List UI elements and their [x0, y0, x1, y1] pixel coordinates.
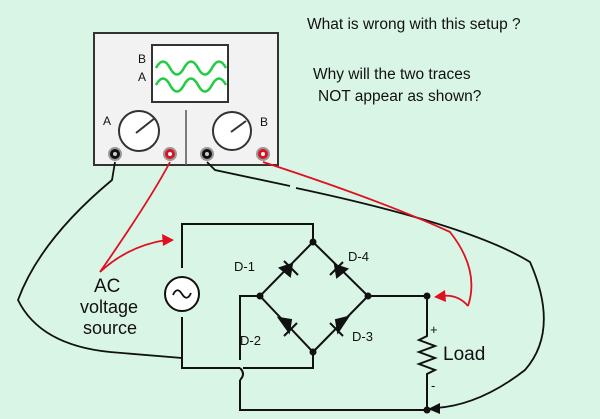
oscilloscope-screen — [151, 44, 229, 103]
oscilloscope: B A A B — [93, 32, 279, 166]
load-label: Load — [443, 344, 485, 365]
channel-b-ground-wire-1 — [206, 161, 291, 187]
diode-d4-label: D-4 — [348, 249, 369, 264]
diode-d2-bar — [283, 322, 298, 337]
channel-a-ground-wire — [17, 161, 183, 359]
diode-d1-bar — [283, 260, 299, 276]
jack-center — [168, 152, 172, 156]
question-line-1: What is wrong with this setup ? — [307, 16, 521, 33]
arrowhead-load — [434, 290, 446, 302]
wire-load-top — [368, 295, 428, 330]
arrowhead-source — [162, 234, 174, 246]
junction-dot — [364, 292, 372, 300]
ac-sine-icon — [172, 289, 192, 299]
source-label-line-1: AC — [94, 276, 120, 297]
question-line-3: NOT appear as shown? — [318, 88, 482, 105]
trace-a-waveform — [154, 77, 228, 93]
wire-bridge-bottom — [243, 352, 314, 369]
jack-center — [261, 152, 265, 156]
diode-d4-bar — [329, 261, 344, 276]
ac-source — [164, 276, 200, 312]
probe-wires — [17, 161, 545, 409]
junction-dot — [309, 348, 317, 356]
probe-arrows — [99, 234, 469, 414]
channel-a-probe-wire — [99, 161, 171, 273]
diodes — [276, 260, 351, 337]
channel-b-ground-wire-2 — [295, 187, 545, 409]
channel-b-probe-wire — [262, 161, 473, 307]
channel-b-label: B — [260, 115, 268, 129]
wire-source-top — [181, 223, 314, 268]
load-minus-label: - — [431, 378, 435, 393]
arrow-to-source — [99, 239, 167, 273]
jack-center — [205, 152, 209, 156]
jack-center — [113, 152, 117, 156]
junction-dot — [309, 238, 317, 246]
junction-dot — [256, 292, 264, 300]
arrowhead-ground — [428, 403, 440, 414]
diode-d3-bar — [329, 322, 344, 337]
wire-bridge-left — [239, 295, 260, 360]
diode-d1-label: D-1 — [234, 259, 255, 274]
wire-crossover-hop — [239, 367, 244, 381]
junction-dot — [423, 292, 431, 300]
load-resistor — [416, 330, 438, 380]
trace-b-label: B — [138, 52, 146, 66]
diode-d2-symbol — [276, 316, 293, 335]
diode-d2-label: D-2 — [240, 333, 261, 348]
circuit-labels: AC voltage source D-1 D-4 D-2 D-3 Load +… — [80, 249, 485, 393]
trace-a-label: A — [138, 70, 146, 84]
channel-a-knob-pointer — [135, 117, 156, 134]
channel-a-label: A — [103, 114, 111, 128]
source-label-line-3: source — [83, 318, 137, 338]
junction-dot — [423, 406, 431, 414]
load-plus-label: + — [430, 322, 438, 337]
circuit-wiring — [181, 223, 438, 411]
trace-b-waveform — [154, 60, 228, 76]
diode-d3-symbol — [334, 315, 351, 335]
channel-b-knob-pointer — [230, 120, 247, 133]
source-label-line-2: voltage — [80, 297, 138, 317]
question-line-2: Why will the two traces — [313, 66, 471, 83]
diode-d3-label: D-3 — [352, 329, 373, 344]
junction-dots — [256, 238, 431, 414]
wire-source-bottom — [181, 317, 240, 369]
wire-bottom-return — [239, 380, 427, 411]
